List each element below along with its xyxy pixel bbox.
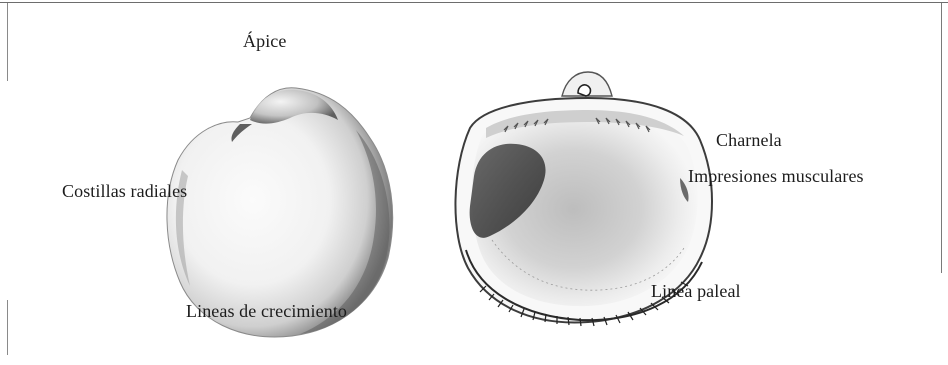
label-apex: Ápice xyxy=(243,31,286,52)
label-muscle-scars: Impresiones musculares xyxy=(688,166,864,187)
label-hinge: Charnela xyxy=(716,130,782,151)
shell-interior-umbo-mark xyxy=(578,85,590,96)
label-growth-lines: Lineas de crecimiento xyxy=(186,301,347,322)
label-radial-ribs: Costillas radiales xyxy=(62,181,187,202)
label-pallial-line: Linea paleal xyxy=(651,281,741,302)
shell-exterior xyxy=(167,88,393,337)
